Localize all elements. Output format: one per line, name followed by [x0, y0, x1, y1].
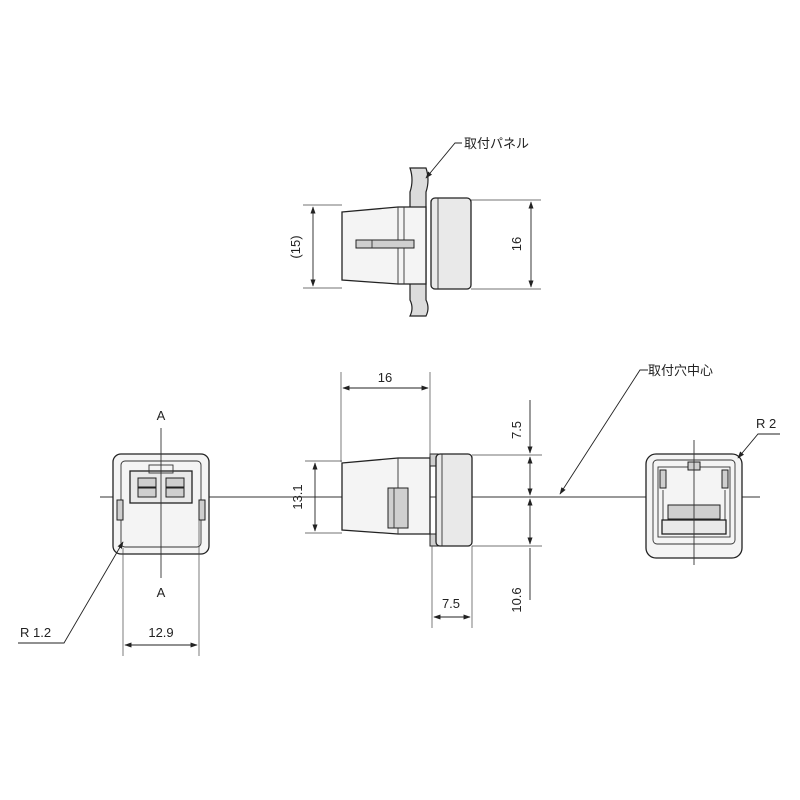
label-radius-left: R 1.2 — [20, 625, 51, 640]
side-latch — [387, 487, 409, 529]
top-view: (15) 16 取付パネル — [288, 137, 541, 317]
dim-top-height-ref: (15) — [288, 235, 303, 258]
side-body — [341, 457, 431, 535]
side-cap — [435, 453, 473, 547]
top-view-cap — [430, 197, 472, 290]
dim-top-height: 16 — [509, 237, 524, 251]
dim-side-lower: 10.6 — [509, 587, 524, 612]
dim-front-width: 12.9 — [148, 625, 173, 640]
top-view-terminal — [355, 239, 415, 249]
dim-side-length: 16 — [378, 370, 392, 385]
side-view: 16 13.1 7.5 10.6 7.5 取付穴中心 — [290, 364, 713, 628]
section-label-a-bottom: A — [157, 585, 166, 600]
label-mounting-panel: 取付パネル — [464, 137, 529, 152]
rear-view-right: R 2 — [645, 416, 780, 565]
dim-side-height: 13.1 — [290, 484, 305, 509]
section-label-a-top: A — [157, 408, 166, 423]
label-hole-center: 取付穴中心 — [648, 364, 713, 379]
dim-side-upper: 7.5 — [509, 421, 524, 439]
front-view-left: A A 12.9 R 1.2 — [18, 408, 210, 656]
dim-side-flange: 7.5 — [442, 596, 460, 611]
label-radius-right: R 2 — [756, 416, 776, 431]
